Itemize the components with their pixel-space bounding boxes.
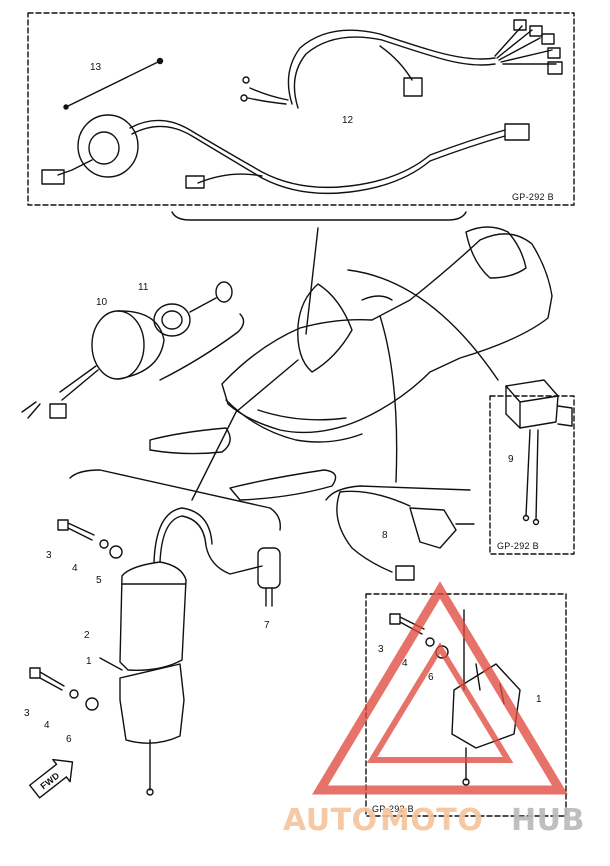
- ignition-coil-1: [119, 663, 185, 796]
- label-4c: 4: [402, 658, 408, 669]
- bolt-3a: [57, 519, 95, 541]
- snowmobile: [149, 226, 553, 501]
- wire-13: [63, 57, 164, 110]
- bolt-3b: [29, 667, 65, 691]
- label-3b: 3: [24, 708, 30, 719]
- left-bottom-bracket: [69, 469, 281, 531]
- washer-4c: [425, 637, 435, 647]
- washer-4b: [69, 689, 79, 699]
- cdi-unit-2: [119, 507, 263, 671]
- label-12: 12: [342, 115, 354, 126]
- washer-4a: [99, 539, 109, 549]
- watermark-text-hub: HUB: [511, 803, 585, 838]
- box-code-top: GP-292 B: [512, 192, 554, 202]
- relay-9: [505, 379, 573, 526]
- label-5a: 5: [96, 575, 102, 586]
- top-bracket: [171, 211, 467, 221]
- harness-group-box: [27, 12, 575, 206]
- label-2a: 2: [84, 630, 90, 641]
- watermark-text-moto: MOTO: [380, 803, 483, 838]
- svg-text:FWD: FWD: [39, 770, 62, 791]
- label-6c: 6: [428, 672, 434, 683]
- box-code-bottom: GP-292 B: [372, 804, 414, 814]
- label-11: 11: [138, 282, 149, 293]
- box-code-right: GP-292 B: [497, 541, 539, 551]
- left-bracket: [159, 313, 245, 381]
- label-13: 13: [90, 62, 102, 73]
- label-1a: 1: [86, 656, 92, 667]
- relay-group-box: [489, 395, 575, 555]
- label-10: 10: [96, 297, 108, 308]
- gauge-harness-12: [41, 19, 563, 195]
- label-7: 7: [264, 620, 270, 631]
- label-8: 8: [382, 530, 388, 541]
- label-9: 9: [508, 454, 514, 465]
- watermark-logo: AUTO MOTO HUB: [283, 581, 585, 838]
- label-1c: 1: [536, 694, 542, 705]
- spark-plug-cap-7: [257, 547, 281, 607]
- middle-bracket: [325, 485, 471, 501]
- label-3a: 3: [46, 550, 52, 561]
- washer-5a: [109, 545, 123, 559]
- label-4a: 4: [72, 563, 78, 574]
- label-6b: 6: [66, 734, 72, 745]
- watermark-text-auto: AUTO: [283, 803, 378, 838]
- ignition-switch-10: [21, 310, 165, 419]
- key-11: [153, 281, 233, 337]
- label-4b: 4: [44, 720, 50, 731]
- fwd-arrow-icon: FWD: [29, 758, 74, 799]
- thermo-switch-8: [336, 490, 475, 581]
- washer-6b: [85, 697, 99, 711]
- label-3c: 3: [378, 644, 384, 655]
